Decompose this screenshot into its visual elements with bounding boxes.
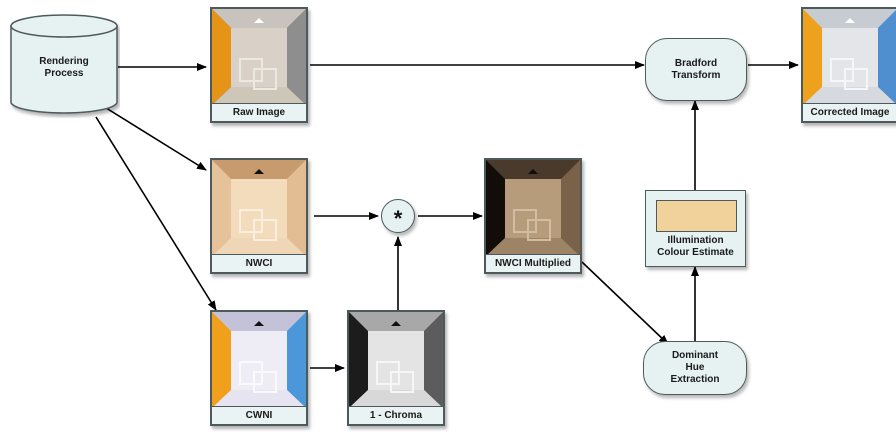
rendering-process-label: Rendering Process [39, 56, 89, 79]
chroma-panel: 1 - Chroma [347, 310, 445, 426]
bradford-transform-node: Bradford Transform [645, 38, 747, 101]
multiply-node: * [381, 199, 415, 233]
nwci-multiplied-render [486, 160, 580, 256]
illumination-estimate-label: Illumination Colour Estimate [657, 235, 734, 258]
illumination-estimate-node: Illumination Colour Estimate [645, 190, 746, 267]
nwci-multiplied-caption: NWCI Multiplied [486, 254, 580, 272]
cwni-panel: CWNI [210, 310, 308, 426]
cwni-render [212, 312, 306, 408]
nwci-panel: NWCI [210, 158, 308, 274]
database-cylinder-icon [10, 14, 118, 114]
raw-image-caption: Raw Image [212, 103, 306, 121]
edge-rendering-cwni [95, 116, 217, 311]
raw-image-panel: Raw Image [210, 7, 308, 123]
multiply-symbol: * [393, 206, 403, 231]
nwci-multiplied-panel: NWCI Multiplied [484, 158, 582, 274]
rendering-process-node: Rendering Process [8, 14, 120, 118]
dominant-hue-extraction-node: Dominant Hue Extraction [643, 341, 747, 395]
chroma-render [349, 312, 443, 408]
raw-image-render [212, 9, 306, 105]
corrected-image-caption: Corrected Image [803, 103, 896, 121]
corrected-image-render [803, 9, 896, 105]
nwci-render [212, 160, 306, 256]
illumination-colour-swatch [656, 200, 737, 232]
chroma-caption: 1 - Chroma [349, 406, 443, 424]
edge-rendering-nwci [97, 102, 207, 171]
nwci-caption: NWCI [212, 254, 306, 272]
corrected-image-panel: Corrected Image [801, 7, 896, 123]
cwni-caption: CWNI [212, 406, 306, 424]
edge-nwcimult-dominant [581, 261, 669, 345]
